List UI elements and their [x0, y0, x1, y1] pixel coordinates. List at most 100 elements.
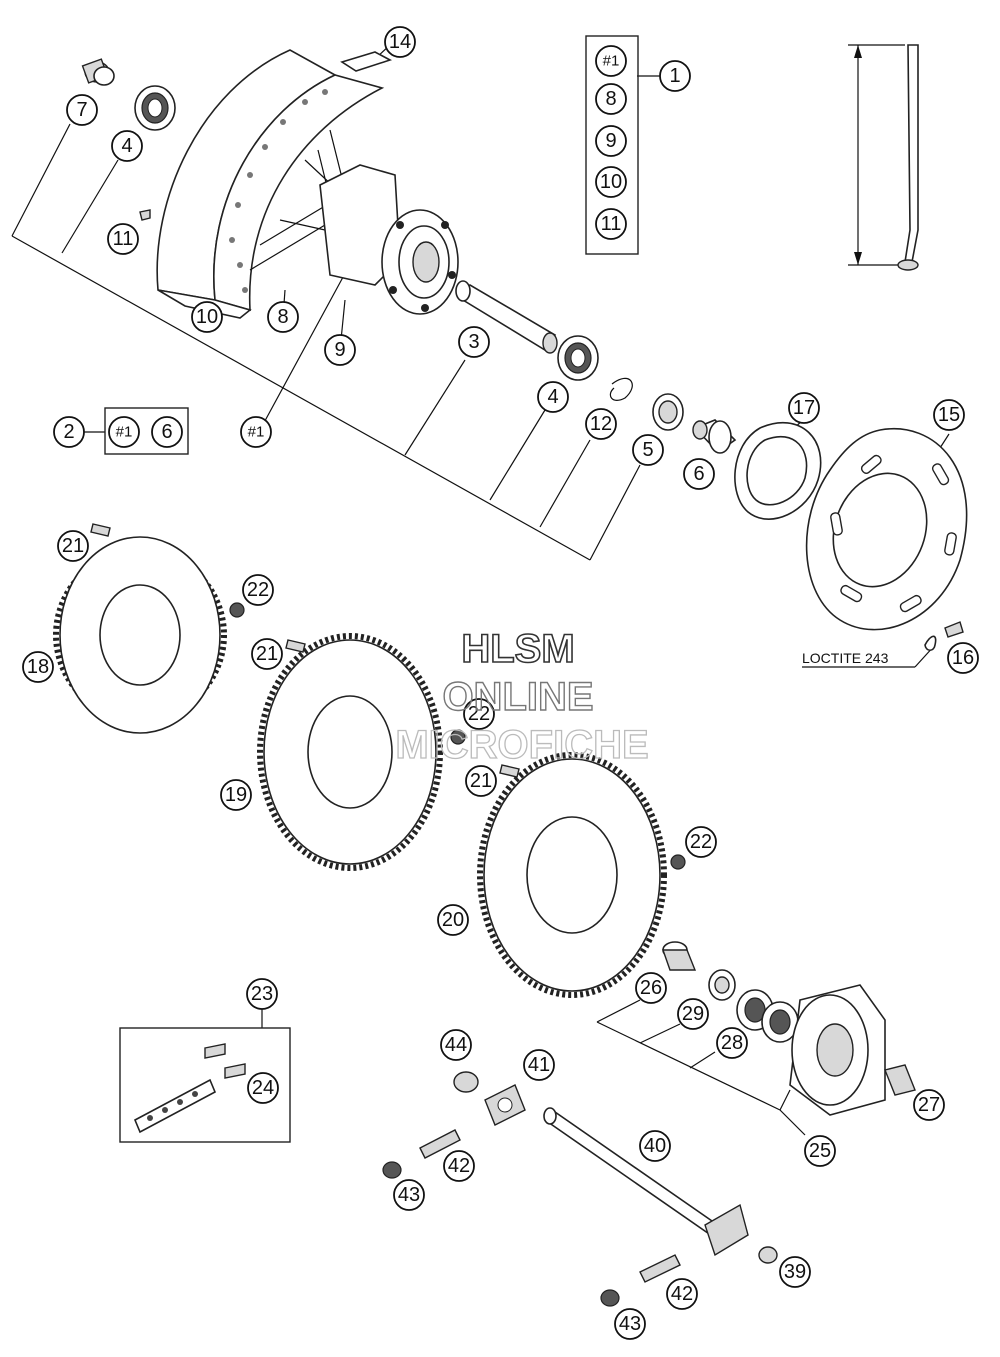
svg-text:23: 23	[251, 983, 273, 1005]
sprocket-bolt-21b	[285, 639, 306, 653]
svg-text:22: 22	[690, 831, 712, 853]
callout-42a: 42	[443, 1150, 475, 1182]
callout-24: 24	[247, 1072, 279, 1104]
sprocket-18	[53, 536, 227, 734]
disc-adapter-17	[734, 422, 822, 520]
callout-22c: 22	[685, 826, 717, 858]
callout-16: 16	[947, 642, 979, 674]
seal-29	[708, 969, 736, 1001]
callout-21c: 21	[465, 765, 497, 797]
callout-17: 17	[788, 392, 820, 424]
callout-43a: 43	[393, 1179, 425, 1211]
svg-text:43: 43	[619, 1313, 641, 1335]
disc-screw-16	[924, 621, 964, 652]
sprocket-20	[477, 752, 667, 998]
svg-text:28: 28	[721, 1032, 743, 1054]
svg-text:4: 4	[547, 386, 558, 408]
callout-18: 18	[22, 651, 54, 683]
callout-21b: 21	[251, 638, 283, 670]
svg-text:9: 9	[605, 130, 616, 152]
svg-text:8: 8	[605, 88, 616, 110]
callout-27: 27	[913, 1089, 945, 1121]
svg-text:14: 14	[389, 31, 411, 53]
svg-text:#1: #1	[248, 424, 265, 441]
svg-text:8: 8	[277, 306, 288, 328]
chain-23	[133, 1078, 217, 1134]
svg-text:6: 6	[693, 463, 704, 485]
callout-9-main: 9	[324, 334, 356, 366]
sprocket-19	[257, 633, 443, 871]
svg-text:20: 20	[442, 909, 464, 931]
callout-hash1-kit2: #1	[108, 416, 140, 448]
svg-text:6: 6	[161, 421, 172, 443]
svg-text:26: 26	[640, 977, 662, 999]
adjust-nut-43b	[600, 1289, 620, 1307]
svg-text:43: 43	[398, 1184, 420, 1206]
svg-text:24: 24	[252, 1077, 274, 1099]
callout-20: 20	[437, 904, 469, 936]
spacer-6	[692, 419, 737, 454]
svg-text:42: 42	[448, 1155, 470, 1177]
svg-text:39: 39	[784, 1261, 806, 1283]
shaft-seal-5	[652, 393, 684, 431]
callout-41: 41	[523, 1049, 555, 1081]
chain-adjuster-41	[484, 1084, 526, 1126]
adjust-screw-42a	[419, 1129, 461, 1159]
svg-text:9: 9	[334, 339, 345, 361]
svg-text:11: 11	[113, 228, 134, 250]
callout-14: 14	[384, 26, 416, 58]
svg-text:2: 2	[63, 421, 74, 443]
svg-text:22: 22	[468, 703, 490, 725]
rim-tape-decal	[340, 51, 393, 72]
svg-text:21: 21	[470, 770, 492, 792]
callout-22b: 22	[463, 698, 495, 730]
callout-29: 29	[677, 998, 709, 1030]
callout-hash1-main: #1	[240, 416, 272, 448]
axle-40	[543, 1107, 749, 1257]
loctite-note: LOCTITE 243	[802, 650, 889, 666]
callout-40: 40	[639, 1130, 671, 1162]
callout-6-main: 6	[683, 458, 715, 490]
distance-tube-3	[455, 280, 558, 354]
svg-text:7: 7	[76, 99, 87, 121]
callout-7: 7	[66, 94, 98, 126]
svg-text:MICROFICHE: MICROFICHE	[395, 723, 648, 767]
kit-box-2	[104, 407, 189, 455]
svg-text:ONLINE: ONLINE	[442, 675, 593, 719]
svg-text:18: 18	[27, 656, 49, 678]
svg-text:16: 16	[952, 647, 974, 669]
sprocket-nut-22b	[450, 729, 466, 745]
bearing-4-left	[134, 85, 176, 131]
brake-disc-15	[805, 427, 968, 631]
bearing-4-right	[557, 335, 599, 381]
callout-28: 28	[716, 1027, 748, 1059]
spacer-7	[81, 58, 115, 86]
kit-box-1	[585, 35, 639, 255]
callout-5: 5	[632, 434, 664, 466]
svg-text:1: 1	[669, 65, 680, 87]
svg-text:11: 11	[601, 213, 622, 235]
plug-39	[758, 1246, 778, 1264]
spacer-26	[662, 941, 697, 971]
callout-4-left: 4	[111, 130, 143, 162]
svg-text:22: 22	[247, 579, 269, 601]
nut-44	[453, 1071, 479, 1093]
callout-2: 2	[53, 416, 85, 448]
svg-text:#1: #1	[603, 53, 620, 70]
svg-text:17: 17	[793, 397, 815, 419]
adjust-screw-42b	[639, 1254, 681, 1283]
callout-19: 19	[220, 779, 252, 811]
callout-43b: 43	[614, 1308, 646, 1340]
svg-text:42: 42	[671, 1283, 693, 1305]
sprocket-nut-22c	[670, 854, 686, 870]
callout-44: 44	[440, 1029, 472, 1061]
callout-12: 12	[585, 408, 617, 440]
svg-text:15: 15	[938, 404, 960, 426]
sprocket-carrier-25	[789, 984, 886, 1116]
callout-39: 39	[779, 1256, 811, 1288]
sprocket-bolt-21c	[499, 764, 520, 778]
callout-11-kit: 11	[595, 208, 627, 240]
svg-text:#1: #1	[116, 424, 133, 441]
sprocket-nut-22a	[229, 602, 245, 618]
